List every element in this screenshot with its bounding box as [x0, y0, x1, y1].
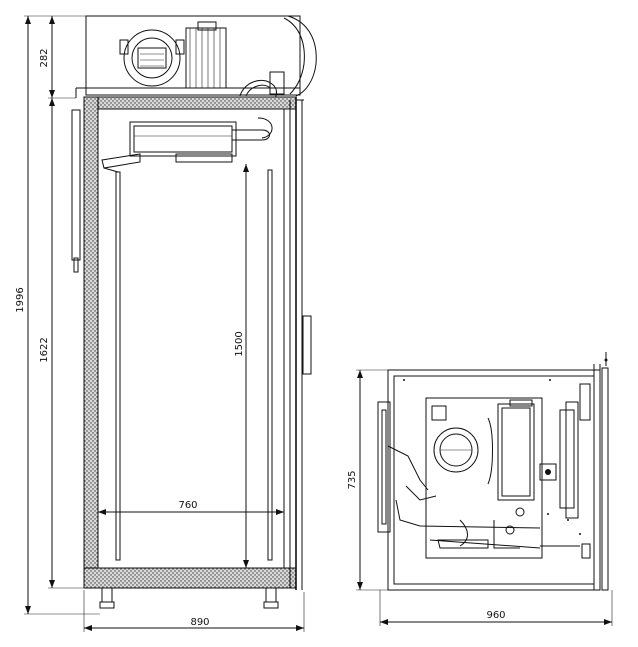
dim-depth: 735: [347, 369, 388, 591]
front-view: 1996 282 1622 1500: [15, 15, 317, 632]
evaporator-side: [377, 401, 580, 549]
compressor-unit: [425, 397, 557, 559]
cabinet-legs: [99, 587, 279, 609]
dim-cabinet-height-label: 1622: [39, 337, 50, 362]
top-condensing-unit: [75, 15, 317, 105]
cabinet-body: [83, 96, 304, 590]
drain-pipe: [71, 109, 81, 273]
condenser-fan: [119, 29, 185, 87]
dim-inner-width-label: 760: [178, 500, 197, 511]
right-shelf-rail: [267, 169, 273, 561]
dim-shelf-height-label: 1500: [234, 331, 245, 356]
dim-width: 960: [379, 590, 613, 626]
dim-width-label: 960: [486, 610, 505, 621]
door-handle: [302, 315, 312, 375]
condenser-coil: [185, 21, 227, 89]
dim-top-unit-label: 282: [39, 48, 50, 67]
dim-overall-width: 890: [83, 590, 305, 632]
top-view: 735 960: [347, 352, 613, 626]
dim-overall-width-label: 890: [190, 617, 209, 628]
dim-shelf-height: 1500: [234, 164, 249, 568]
dim-cabinet-height: 1622: [39, 98, 84, 589]
dim-depth-label: 735: [347, 470, 358, 489]
evaporator-unit: [101, 117, 273, 173]
dim-top-unit: 282: [39, 16, 76, 99]
left-shelf-rail: [115, 171, 121, 561]
dim-inner-width: 760: [98, 500, 284, 515]
dim-total-height: 1996: [15, 15, 100, 615]
dim-total-height-label: 1996: [15, 287, 26, 312]
